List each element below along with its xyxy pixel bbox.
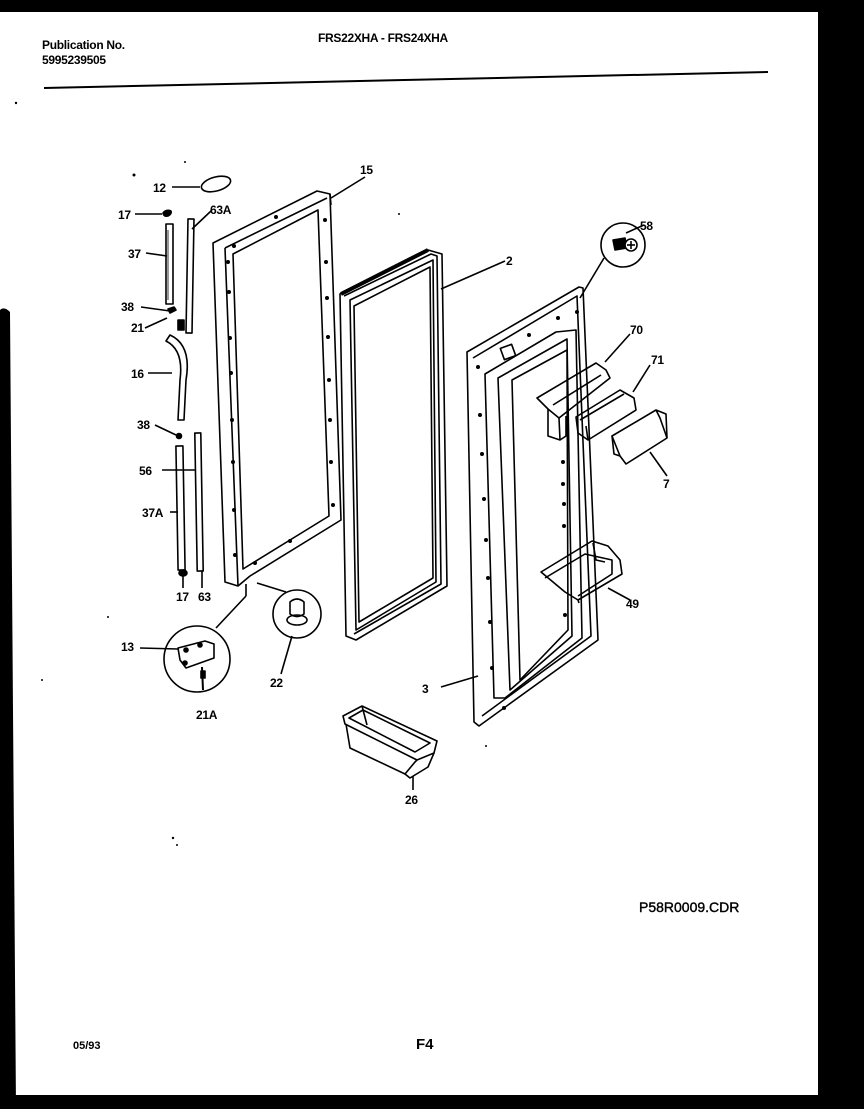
page-number: F4 <box>416 1036 434 1053</box>
paper-sheet <box>0 12 818 1095</box>
part-63-strip-icon <box>193 432 205 572</box>
part-label-12: 12 <box>153 181 166 195</box>
part-label-26: 26 <box>405 793 418 807</box>
paper-left-edge-fill <box>0 12 4 302</box>
part-label-16: 16 <box>131 367 144 381</box>
part-label-17-lower: 17 <box>176 590 189 604</box>
part-49-door-bin <box>540 540 623 604</box>
part-12-plug-icon <box>200 175 232 193</box>
header-rule <box>43 71 769 89</box>
part-label-37a: 37A <box>142 506 164 520</box>
part-16-hinge-cover-icon <box>165 334 189 421</box>
part-17-cap-icon <box>162 209 172 217</box>
part-15-door-frame <box>212 190 342 587</box>
publication-date: 05/93 <box>73 1040 101 1052</box>
part-label-22: 22 <box>270 676 283 690</box>
part-3-inner-door-liner <box>466 286 599 727</box>
part-label-56: 56 <box>139 464 152 478</box>
part-label-17: 17 <box>118 208 131 222</box>
part-label-15: 15 <box>360 163 373 177</box>
model-title: FRS22XHA - FRS24XHA <box>318 31 448 45</box>
part-label-3: 3 <box>422 682 429 696</box>
part-label-13: 13 <box>121 640 134 654</box>
part-label-21: 21 <box>131 321 144 335</box>
part-label-71: 71 <box>651 353 664 367</box>
part-22-detail-circle <box>272 589 322 639</box>
part-13-hinge-icon <box>177 640 215 669</box>
part-label-38: 38 <box>121 300 134 314</box>
part-70-door-shelf-upper <box>536 362 611 441</box>
part-label-7: 7 <box>663 477 670 491</box>
part-63a-strip-icon <box>185 218 195 334</box>
part-7-shelf-cover <box>611 409 668 465</box>
part-label-70: 70 <box>630 323 643 337</box>
part-13-hinge-detail-circle <box>163 625 231 693</box>
part-21a-screw-icon <box>200 670 206 679</box>
part-22-hinge-cap-icon <box>289 598 305 618</box>
part-71-door-shelf-lower <box>575 389 637 441</box>
part-label-63a: 63A <box>210 203 232 217</box>
part-label-38-lower: 38 <box>137 418 150 432</box>
part-37a-strip-icon <box>175 445 186 571</box>
part-21-screw-icon <box>177 319 185 331</box>
part-37-strip-icon <box>165 223 174 305</box>
part-58-screw-detail-circle <box>600 222 646 268</box>
publication-number: 5995239505 <box>42 53 106 67</box>
part-label-63: 63 <box>198 590 211 604</box>
part-26-bucket <box>342 705 438 779</box>
publication-label: Publication No. <box>42 38 125 52</box>
scan-edge-left <box>0 308 16 1109</box>
part-label-37: 37 <box>128 247 141 261</box>
part-label-58: 58 <box>640 219 653 233</box>
part-label-2: 2 <box>506 254 513 268</box>
part-label-49: 49 <box>626 597 639 611</box>
part-label-21a: 21A <box>196 708 218 722</box>
part-2-door-gasket <box>339 248 448 641</box>
drawing-file-name: P58R0009.CDR <box>639 899 740 915</box>
